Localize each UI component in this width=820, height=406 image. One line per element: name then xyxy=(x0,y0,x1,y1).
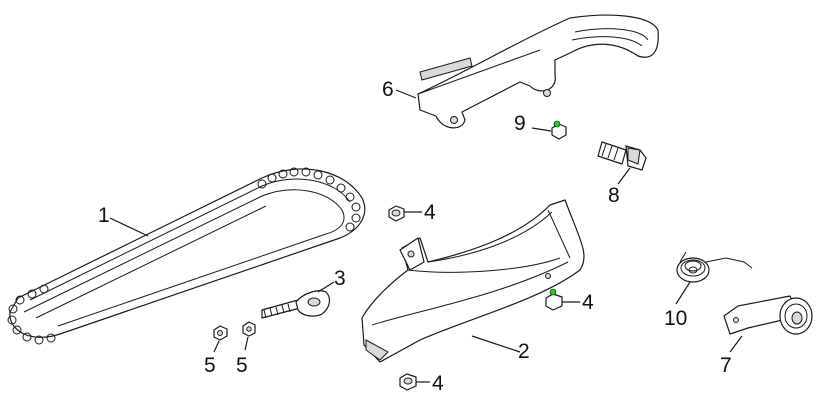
nut-b xyxy=(242,321,256,337)
callout-4a: 4 xyxy=(424,201,436,224)
callout-5a: 5 xyxy=(204,354,216,377)
leader-7 xyxy=(729,335,743,353)
bolt-4c xyxy=(399,373,417,391)
leader-1 xyxy=(109,217,149,237)
callout-9: 9 xyxy=(514,112,526,135)
callout-1: 1 xyxy=(98,204,110,227)
leader-8 xyxy=(617,167,631,185)
bolt-4a xyxy=(388,205,405,222)
callout-7: 7 xyxy=(720,354,732,377)
leader-5b xyxy=(244,336,249,351)
callout-4c: 4 xyxy=(432,372,444,395)
lower-chain-guard xyxy=(361,199,585,363)
pivot-bolt-8 xyxy=(597,141,647,171)
leader-3 xyxy=(317,281,335,293)
leader-10 xyxy=(675,281,691,305)
callout-5b: 5 xyxy=(236,354,248,377)
nut-a xyxy=(213,325,228,341)
upper-chain-guard xyxy=(417,14,659,129)
leader-2 xyxy=(471,335,521,353)
callout-8: 8 xyxy=(608,184,620,207)
bolt-4b xyxy=(545,288,563,311)
tension-spring xyxy=(676,251,753,283)
leader-5a xyxy=(213,340,220,353)
callout-10: 10 xyxy=(664,307,687,330)
bolt-9 xyxy=(551,120,567,140)
chain-adjuster xyxy=(261,290,331,319)
drive-chain xyxy=(7,167,366,345)
leader-6 xyxy=(395,89,417,99)
tensioner-roller xyxy=(723,295,813,335)
callout-3: 3 xyxy=(334,267,346,290)
callout-2: 2 xyxy=(518,340,530,363)
callout-4b: 4 xyxy=(582,291,594,314)
callout-6: 6 xyxy=(382,78,394,101)
leader-9 xyxy=(531,127,552,132)
